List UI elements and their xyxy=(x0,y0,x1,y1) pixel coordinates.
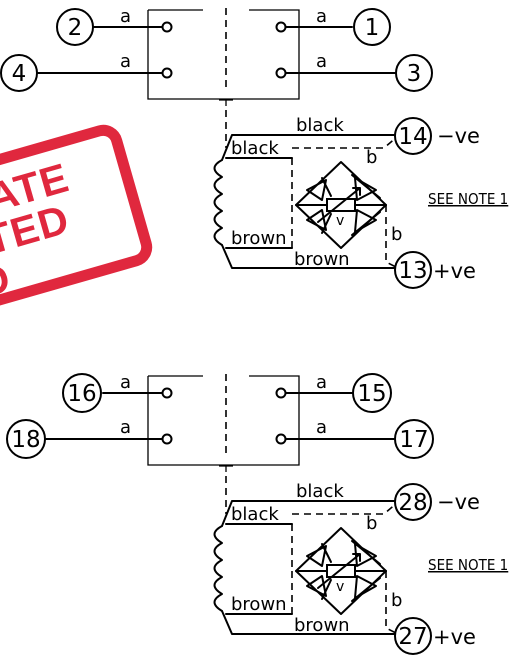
contact-bottom-left xyxy=(161,433,173,445)
svg-text:18: 18 xyxy=(11,427,40,453)
wire-label-black: black xyxy=(231,504,279,525)
coil-winding xyxy=(213,525,223,612)
wire-label-black: black xyxy=(296,481,344,502)
actuator-tee xyxy=(219,99,233,106)
terminal-negative: 14 xyxy=(394,117,432,155)
contact-label: a xyxy=(120,372,131,393)
contact-label: a xyxy=(120,6,131,27)
wire-label-brown: brown xyxy=(231,228,287,249)
wire-black-outer xyxy=(221,134,399,161)
svg-text:3: 3 xyxy=(407,61,422,87)
diode-label: b xyxy=(391,590,402,611)
svg-text:17: 17 xyxy=(399,427,428,453)
wire-brown-outer xyxy=(221,244,399,269)
variable-resistor: v xyxy=(317,553,361,595)
terminal-negative: 28 xyxy=(394,483,432,521)
svg-text:2: 2 xyxy=(68,15,83,41)
wire-brown-outer xyxy=(221,610,399,635)
contact-bottom-left xyxy=(161,67,173,79)
svg-text:15: 15 xyxy=(357,381,386,407)
dash-right-bridge xyxy=(385,571,399,635)
terminal-positive: 13 xyxy=(394,251,432,289)
terminal-bottom-left: 4 xyxy=(0,54,38,92)
actuator-tee xyxy=(219,465,233,472)
svg-text:1: 1 xyxy=(365,15,380,41)
contact-top-right xyxy=(275,387,287,399)
terminal-positive: 27 xyxy=(394,617,432,655)
terminal-top-left: 16 xyxy=(62,373,102,413)
polarity-positive: +ve xyxy=(433,625,476,649)
contact-label: a xyxy=(316,51,327,72)
svg-text:13: 13 xyxy=(398,258,427,284)
stamp-border xyxy=(0,124,153,319)
diode-label: b xyxy=(366,147,377,168)
wire-label-brown: brown xyxy=(294,249,350,270)
terminal-top-right: 15 xyxy=(352,373,392,413)
relay-2: a a a a 16 15 18 17 bla xyxy=(6,372,508,655)
svg-text:16: 16 xyxy=(67,381,96,407)
relay-housing xyxy=(147,375,300,466)
diode-label: b xyxy=(366,513,377,534)
variable-resistor: v xyxy=(317,187,361,229)
terminal-bottom-right: 3 xyxy=(395,54,433,92)
terminal-bottom-left: 18 xyxy=(6,419,46,459)
diode-label: b xyxy=(391,224,402,245)
wire-label-black: black xyxy=(296,115,344,136)
contact-top-right xyxy=(275,21,287,33)
contact-label: a xyxy=(316,417,327,438)
watermark-stamp: ATE TED D xyxy=(0,124,153,319)
contact-bottom-right xyxy=(275,433,287,445)
polarity-negative: −ve xyxy=(437,490,480,514)
polarity-negative: −ve xyxy=(437,124,480,148)
wire-black-outer xyxy=(221,500,399,527)
svg-text:14: 14 xyxy=(398,124,427,150)
dash-top-bridge xyxy=(292,501,399,515)
svg-text:4: 4 xyxy=(12,61,27,87)
contact-label: a xyxy=(120,51,131,72)
svg-text:27: 27 xyxy=(398,624,427,650)
contact-label: a xyxy=(120,417,131,438)
contact-label: a xyxy=(316,6,327,27)
see-note: SEE NOTE 1 xyxy=(428,190,508,208)
relay-housing xyxy=(147,9,300,100)
contact-label: a xyxy=(316,372,327,393)
wire-label-brown: brown xyxy=(231,594,287,615)
svg-text:28: 28 xyxy=(398,490,427,516)
wire-label-brown: brown xyxy=(294,615,350,636)
contact-bottom-right xyxy=(275,67,287,79)
contact-top-left xyxy=(161,387,173,399)
terminal-top-left: 2 xyxy=(56,8,94,46)
svg-text:v: v xyxy=(336,579,344,595)
contact-top-left xyxy=(161,21,173,33)
dash-top-bridge xyxy=(292,135,399,149)
wire-label-black: black xyxy=(231,138,279,159)
dash-right-bridge xyxy=(385,205,399,269)
see-note: SEE NOTE 1 xyxy=(428,556,508,574)
terminal-top-right: 1 xyxy=(353,8,391,46)
svg-text:v: v xyxy=(336,213,344,229)
polarity-positive: +ve xyxy=(433,259,476,283)
relay-1: a a a a 2 1 4 3 xyxy=(0,6,508,289)
stamp-line-3: D xyxy=(0,254,16,307)
coil-winding xyxy=(213,159,223,246)
terminal-bottom-right: 17 xyxy=(394,419,434,459)
